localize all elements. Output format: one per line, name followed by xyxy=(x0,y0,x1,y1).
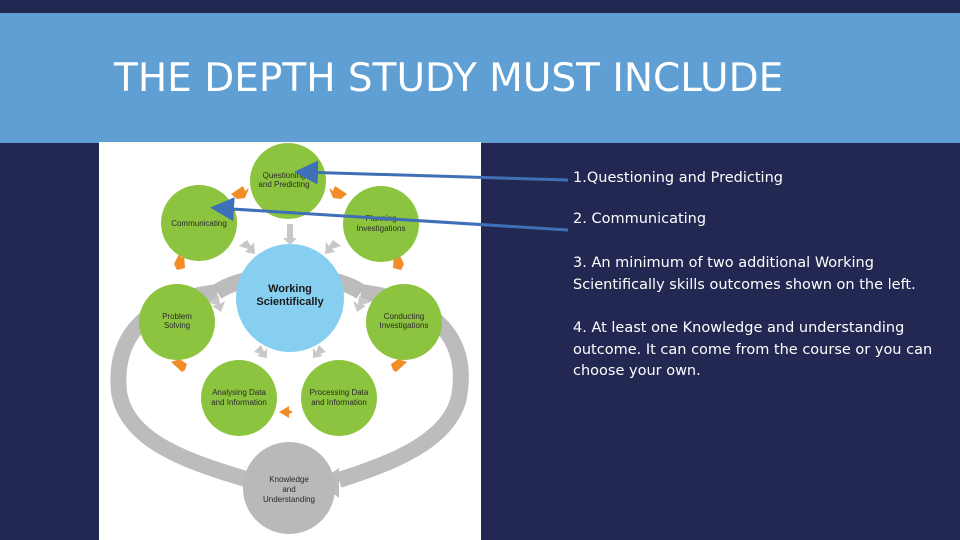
node-processing xyxy=(301,360,377,436)
requirement-3: 3. An minimum of two additional Working … xyxy=(573,255,916,293)
node-processing-label2: and Information xyxy=(311,398,367,407)
node-knowledge xyxy=(243,442,335,534)
top-band xyxy=(0,0,960,13)
node-analysing xyxy=(201,360,277,436)
node-questioning-label1: Questioning xyxy=(263,171,306,180)
working-scientifically-diagram: Working Scientifically Questioning and P… xyxy=(99,142,481,540)
node-processing-label1: Processing Data xyxy=(310,388,369,397)
node-problem-solving-label2: Solving xyxy=(164,321,190,330)
node-conducting-label2: Investigations xyxy=(380,321,429,330)
node-analysing-label2: and Information xyxy=(211,398,267,407)
title-banner xyxy=(0,13,960,143)
centre-label-line1: Working xyxy=(268,283,312,295)
node-knowledge-label1: Knowledge xyxy=(269,475,309,484)
slide-title: THE DEPTH STUDY MUST INCLUDE xyxy=(114,56,784,101)
centre-circle xyxy=(236,244,344,352)
node-problem-solving xyxy=(139,284,215,360)
centre-label-line2: Scientifically xyxy=(256,296,324,308)
node-questioning-label2: and Predicting xyxy=(258,180,309,189)
node-communicating-label: Communicating xyxy=(171,219,227,228)
centre-connectors xyxy=(207,224,371,358)
node-planning-label1: Planning xyxy=(365,214,396,223)
node-problem-solving-label1: Problem xyxy=(162,312,192,321)
node-knowledge-label3: Understanding xyxy=(263,495,315,504)
node-knowledge-label2: and xyxy=(282,485,295,494)
node-conducting xyxy=(366,284,442,360)
node-planning-label2: Investigations xyxy=(357,224,406,233)
requirement-4: 4. At least one Knowledge and understand… xyxy=(573,320,933,379)
requirement-1: 1.Questioning and Predicting xyxy=(573,170,783,186)
requirement-2: 2. Communicating xyxy=(573,211,707,227)
node-conducting-label1: Conducting xyxy=(384,312,424,321)
node-analysing-label1: Analysing Data xyxy=(212,388,266,397)
